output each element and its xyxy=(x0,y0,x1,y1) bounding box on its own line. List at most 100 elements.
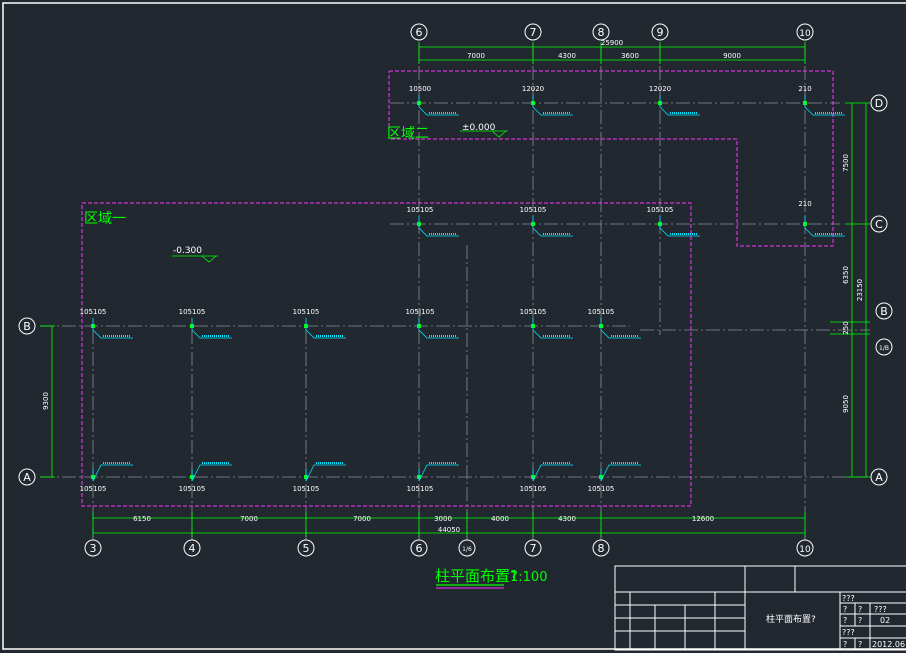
axis-label-9-top: 9 xyxy=(657,26,664,39)
dim-right-2: 6350 xyxy=(842,266,850,284)
axis-label-3-bottom: 3 xyxy=(90,542,97,555)
axis-label-D: D xyxy=(875,97,883,110)
region-annotations: 区域一 区域二 -0.300 ±0.000 xyxy=(84,123,496,256)
axis-label-C: C xyxy=(875,218,883,231)
dim-top-2: 4300 xyxy=(558,52,576,60)
column-markers xyxy=(91,95,845,482)
dim-right-3: 250 xyxy=(842,321,850,334)
col-mark-c9: 105105 xyxy=(647,206,674,214)
axis-bubbles xyxy=(18,23,893,557)
col-mark-a7: 105105 xyxy=(520,485,547,493)
axis-label-5-bottom: 5 xyxy=(303,542,310,555)
column-leader xyxy=(600,464,641,482)
region-one-label: 区域一 xyxy=(84,211,126,227)
column-leader xyxy=(305,318,346,339)
column-leader xyxy=(659,216,700,237)
tb-r5c: 2012.06 xyxy=(872,640,905,649)
dimension-texts: 25900 7000 4300 3600 9000 6150 7000 7000… xyxy=(42,39,864,534)
tb-r3a: ? xyxy=(843,616,847,625)
dim-right-4: 9050 xyxy=(842,395,850,413)
dim-top-4: 9000 xyxy=(723,52,741,60)
tb-r2c: ??? xyxy=(874,605,887,614)
col-mark-b6: 105|105 xyxy=(405,308,434,316)
axis-label-6-top: 6 xyxy=(416,26,423,39)
dim-top-3: 3600 xyxy=(621,52,639,60)
col-mark-b4: 105105 xyxy=(179,308,206,316)
dim-top-1: 7000 xyxy=(467,52,485,60)
dim-bottom-4: 3000 xyxy=(434,515,452,523)
col-mark-b3: 105105 xyxy=(80,308,107,316)
column-leader xyxy=(532,216,573,237)
tb-r4: ??? xyxy=(842,628,855,637)
dim-left-1: 9300 xyxy=(42,392,50,410)
dimension-lines xyxy=(40,46,870,534)
dim-bottom-6: 4300 xyxy=(558,515,576,523)
col-mark-10500: 10500 xyxy=(409,85,431,93)
axis-label-10-top: 10 xyxy=(799,29,811,39)
column-leader xyxy=(191,318,232,339)
column-leader xyxy=(191,464,232,482)
axis-label-8-top: 8 xyxy=(598,26,605,39)
column-leader xyxy=(532,95,573,116)
tb-r5b: ? xyxy=(858,640,862,649)
tb-r2b: ? xyxy=(858,605,862,614)
tb-r2a: ? xyxy=(843,605,847,614)
column-leader xyxy=(600,318,641,339)
column-leader xyxy=(418,95,459,116)
axis-label-6a-bottom: 1/6 xyxy=(462,546,472,553)
col-mark-12020-b: 12020 xyxy=(649,85,671,93)
axis-label-10-bottom: 10 xyxy=(799,545,811,555)
col-mark-a6: 105105 xyxy=(407,485,434,493)
column-leader xyxy=(418,318,459,339)
axis-label-B-right: B xyxy=(880,305,888,318)
region-two-label: 区域二 xyxy=(387,126,429,142)
tb-r5a: ? xyxy=(843,640,847,649)
axis-label-6-bottom: 6 xyxy=(416,542,423,555)
dim-bottom-2: 7000 xyxy=(240,515,258,523)
axis-label-A-right: A xyxy=(875,471,883,484)
dim-bottom-3: 7000 xyxy=(353,515,371,523)
drawing-scale: 1:100 xyxy=(510,570,547,585)
column-leader xyxy=(305,464,346,482)
axis-label-Ba-right: 1/B xyxy=(879,345,889,352)
dim-right-total: 23150 xyxy=(856,279,864,301)
axis-bubble-labels: 6 7 8 9 10 3 4 5 6 1/6 7 8 10 D C B 1/B … xyxy=(23,26,889,555)
dimension-ticks xyxy=(92,42,806,537)
column-leader xyxy=(532,464,573,482)
dim-bottom-5: 4000 xyxy=(491,515,509,523)
col-mark-210-a: 210 xyxy=(798,85,811,93)
axis-label-B-left: B xyxy=(23,320,31,333)
title-block-texts: 柱平面布置? ??? ? ? ??? ? ? 02 ??? ? ? 2012.0… xyxy=(766,594,905,649)
col-mark-b7: 105105 xyxy=(520,308,547,316)
dim-top-total: 25900 xyxy=(601,39,623,47)
col-mark-a4: 105105 xyxy=(179,485,206,493)
column-leader xyxy=(418,464,459,482)
column-leader xyxy=(804,95,845,116)
col-mark-a5: 105105 xyxy=(293,485,320,493)
column-leader xyxy=(92,464,133,482)
column-leader xyxy=(418,216,459,237)
region-borders xyxy=(81,70,834,507)
elevation-one: -0.300 xyxy=(173,246,202,256)
col-mark-a8: 105105 xyxy=(588,485,615,493)
column-leader xyxy=(532,318,573,339)
col-mark-c7: 105105 xyxy=(520,206,547,214)
column-leader xyxy=(92,318,133,339)
column-leader xyxy=(804,216,845,237)
axis-label-7-bottom: 7 xyxy=(530,542,537,555)
drawing-title: 柱平面布置? xyxy=(435,567,518,585)
region-two-border xyxy=(388,70,834,247)
col-mark-a3: 105105 xyxy=(80,485,107,493)
tb-r3c: 02 xyxy=(880,616,890,625)
col-mark-b8: 105105 xyxy=(588,308,615,316)
dim-bottom-7: 12600 xyxy=(692,515,714,523)
elevation-two: ±0.000 xyxy=(462,123,496,133)
axis-label-7-top: 7 xyxy=(530,26,537,39)
axis-label-4-bottom: 4 xyxy=(189,542,196,555)
dim-bottom-total: 44050 xyxy=(438,526,460,534)
dim-bottom-1: 6150 xyxy=(133,515,151,523)
dim-right-1: 7500 xyxy=(842,154,850,172)
